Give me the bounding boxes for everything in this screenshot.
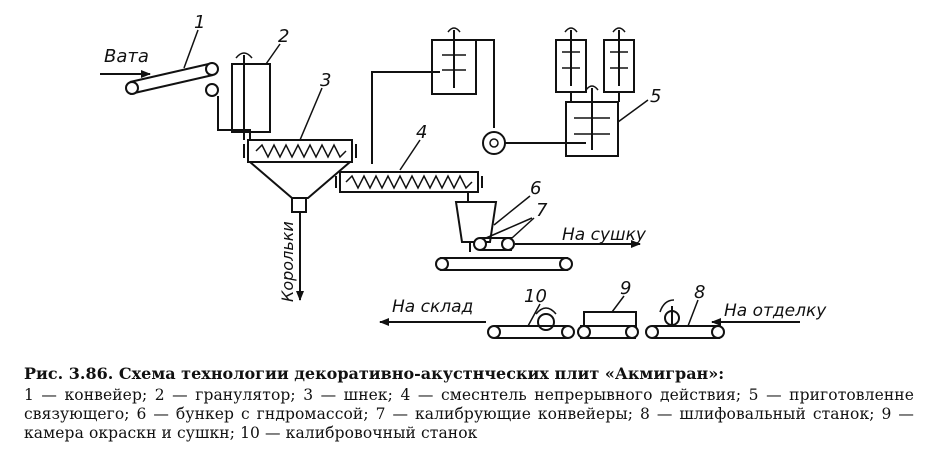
painting-chamber-9	[577, 295, 639, 339]
label-na-sushku: На сушку	[562, 225, 647, 245]
mixer-4	[335, 71, 483, 203]
calibrating-machine-10	[487, 303, 575, 339]
number-2: 2	[278, 26, 289, 47]
calibrating-conveyors-7	[435, 217, 573, 271]
number-4: 4	[416, 122, 427, 143]
number-6: 6	[530, 178, 541, 199]
grinding-machine-8	[645, 299, 725, 339]
binder-preparation-5	[555, 27, 649, 157]
number-9: 9	[620, 278, 631, 299]
figure-caption: Рис. 3.86. Схема технологии декоративно-…	[24, 364, 914, 443]
caption-title: Рис. 3.86. Схема технологии декоративно-…	[24, 364, 725, 383]
number-10: 10	[524, 286, 547, 307]
process-diagram: Вата Корольки	[100, 12, 827, 339]
bunker-6	[454, 195, 531, 252]
label-korolki: Корольки	[278, 221, 297, 302]
granulator-2	[217, 43, 281, 140]
label-vata: Вата	[104, 46, 149, 67]
number-7: 7	[536, 200, 548, 221]
pump	[482, 131, 586, 155]
conveyor-1	[125, 29, 219, 97]
binder-tank-top	[431, 27, 495, 128]
number-5: 5	[650, 86, 661, 107]
number-3: 3	[320, 70, 331, 91]
label-na-otdelku: На отделку	[724, 301, 827, 321]
caption-body: 1 — конвейер; 2 — гранулятор; 3 — шнек; …	[24, 386, 914, 442]
label-na-sklad: На склад	[392, 297, 473, 317]
number-1: 1	[194, 12, 205, 33]
number-8: 8	[694, 282, 705, 303]
screw-3	[243, 87, 357, 213]
